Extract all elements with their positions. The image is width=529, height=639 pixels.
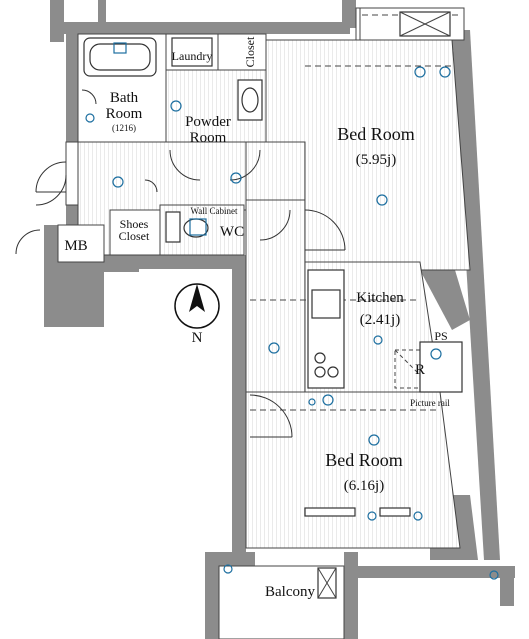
entrance-door: [35, 161, 67, 193]
outlet-icon: [85, 113, 95, 123]
bath-size: (1216): [112, 123, 136, 133]
closet-name: Closet: [243, 36, 257, 67]
ps-name: PS: [434, 329, 447, 343]
outlet-icon: [489, 570, 499, 580]
light-icon: [376, 194, 388, 206]
balcony-name: Balcony: [265, 584, 315, 600]
kitchen-size: (2.41j): [360, 312, 400, 328]
bedroom-north-door: [304, 209, 346, 251]
room-labels: Bed Room (5.95j) Bed Room (6.16j) Kitche…: [64, 36, 450, 600]
outlets: [85, 42, 499, 580]
compass-label: N: [192, 330, 203, 346]
compass: N: [174, 283, 220, 346]
interior-lines: [165, 8, 465, 411]
compass-arrow-icon: [189, 284, 205, 312]
picture-rail-label: Picture rail: [410, 398, 450, 408]
light-icon: [170, 100, 182, 112]
powder-name-line2: Room: [190, 130, 227, 146]
light-icon: [112, 176, 124, 188]
outlet-icon: [367, 511, 377, 521]
shoes-closet-line1: Shoes: [120, 217, 149, 231]
doors: [15, 89, 346, 438]
outlet-icon: [113, 42, 127, 54]
kitchen-sink: [311, 289, 341, 319]
powder-room-door: [169, 149, 201, 181]
bedroom-north-size: (5.95j): [356, 152, 396, 168]
outlet-icon: [223, 564, 233, 574]
light-icon: [230, 172, 242, 184]
light-icon: [268, 342, 280, 354]
light-icon: [439, 66, 451, 78]
bedroom-south-door: [249, 394, 293, 438]
refrigerator-label: R: [415, 362, 425, 378]
bath-name-line2: Room: [106, 106, 143, 122]
light-icon: [430, 348, 442, 360]
outlet-icon: [413, 511, 423, 521]
kitchen-name: Kitchen: [356, 290, 404, 306]
bath-name-line1: Bath: [110, 90, 139, 106]
laundry-name: Laundry: [172, 49, 213, 63]
light-icon: [368, 434, 380, 446]
mb-name: MB: [64, 238, 87, 254]
light-icon: [414, 66, 426, 78]
wc-door: [259, 209, 291, 241]
outlet-icon: [373, 335, 383, 345]
kitchen-counter: [307, 269, 345, 389]
washer-pan: [171, 37, 213, 67]
toilet-bowl: [183, 218, 209, 238]
powder-name-line1: Powder: [185, 114, 231, 130]
toilet-tank: [165, 211, 181, 243]
wc-name: WC: [220, 224, 244, 240]
wall-cabinet-name: Wall Cabinet: [190, 206, 238, 216]
outlet-icon: [189, 218, 207, 236]
shoes-closet-line2: Closet: [119, 229, 150, 243]
bedroom-north-name: Bed Room: [337, 124, 415, 144]
light-icon: [322, 394, 334, 406]
bedroom-south-name: Bed Room: [325, 450, 403, 470]
bedroom-south-size: (6.16j): [344, 478, 384, 494]
